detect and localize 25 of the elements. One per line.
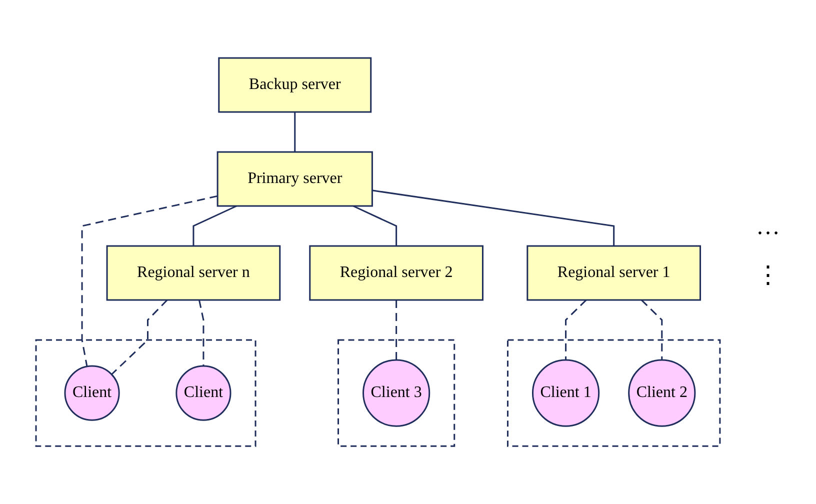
connector (81, 195, 218, 367)
connector (294, 112, 296, 152)
ellipsis-label: ⋮ (756, 262, 781, 290)
connector (198, 300, 204, 366)
node-box: Regional server n (106, 245, 281, 301)
node-box: Regional server 2 (309, 245, 484, 301)
connector (396, 300, 398, 360)
connector (372, 190, 615, 246)
node-circle: Client (176, 365, 232, 421)
connector (352, 205, 398, 246)
connector (192, 205, 237, 246)
node-circle: Client 1 (532, 359, 600, 427)
cluster (35, 339, 256, 447)
node-box: Regional server 1 (526, 245, 702, 301)
connector (640, 299, 663, 360)
connector (111, 299, 168, 375)
connector (565, 299, 587, 360)
node-circle: Client 3 (362, 359, 430, 427)
cluster (507, 339, 721, 447)
node-circle: Client 2 (628, 359, 696, 427)
node-circle: Client (64, 365, 120, 421)
node-box: Backup server (218, 57, 372, 113)
node-box: Primary server (216, 151, 373, 207)
cluster (338, 339, 456, 447)
ellipsis-label: … (756, 214, 781, 241)
